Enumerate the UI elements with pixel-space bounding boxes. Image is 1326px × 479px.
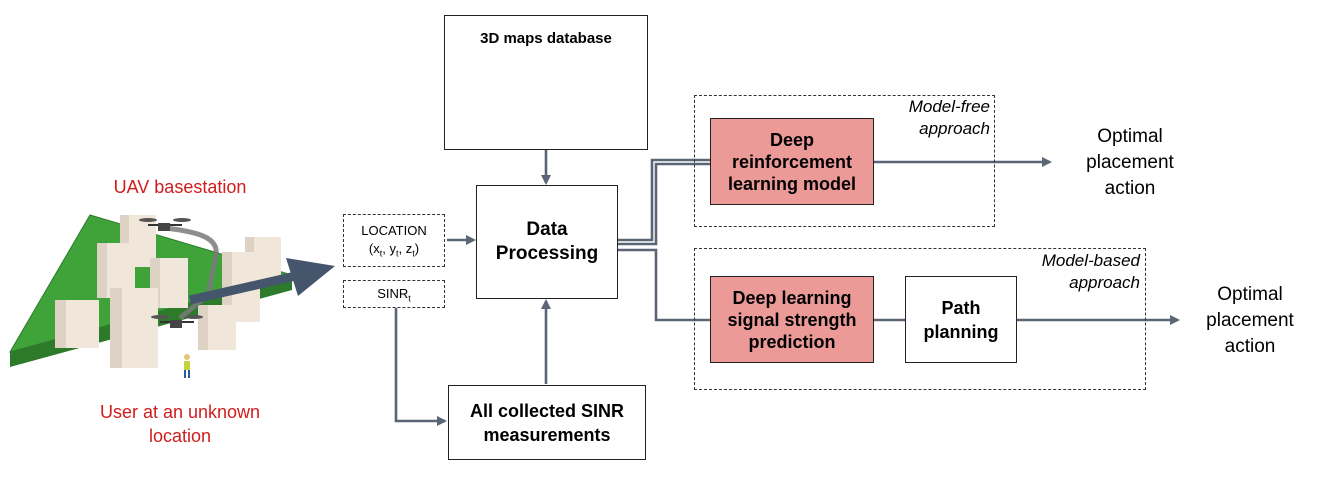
maps-database-title: 3D maps database bbox=[480, 30, 612, 47]
drone-icon bbox=[151, 315, 203, 328]
sinr-input-box: SINRt bbox=[343, 280, 445, 308]
model-based-output-label: Optimal placement action bbox=[1184, 282, 1316, 360]
sinr-collection-line1: All collected SINR bbox=[469, 400, 625, 421]
drl-model-line1: Deep bbox=[769, 129, 814, 150]
location-var-y: y bbox=[389, 241, 396, 256]
drone-icon bbox=[139, 218, 191, 231]
processing-to-drl-line bbox=[618, 158, 710, 242]
drl-model-box: Deep reinforcement learning model bbox=[710, 118, 874, 205]
model-free-output-line3: action bbox=[1104, 178, 1156, 199]
dl-prediction-line3: prediction bbox=[748, 331, 836, 352]
location-var-x-sub: t bbox=[379, 248, 383, 259]
location-var-z-sub: t bbox=[412, 248, 415, 259]
data-processing-line1: Data bbox=[526, 219, 568, 240]
sinr-to-collection-arrow bbox=[394, 308, 447, 426]
sinr-collection-line2: measurements bbox=[483, 424, 611, 445]
data-processing-line2: Processing bbox=[495, 243, 599, 264]
model-free-region bbox=[694, 95, 995, 227]
dl-prediction-line1: Deep learning bbox=[732, 287, 852, 308]
data-processing-box: Data Processing bbox=[476, 185, 618, 299]
model-based-output-line1: Optimal bbox=[1217, 284, 1283, 305]
model-based-output-line3: action bbox=[1224, 336, 1276, 357]
model-free-output-line2: placement bbox=[1086, 152, 1174, 173]
sinr-collection-box: All collected SINR measurements bbox=[448, 385, 646, 460]
user-location-line1: User at an unknown bbox=[99, 402, 261, 422]
building-icon bbox=[55, 215, 281, 368]
user-location-line2: location bbox=[148, 426, 212, 446]
model-based-approach-line1: Model-based bbox=[1041, 251, 1140, 270]
dl-prediction-box: Deep learning signal strength prediction bbox=[710, 276, 874, 363]
model-free-approach-line2: approach bbox=[919, 119, 990, 138]
location-variables: (xt, yt, zt) bbox=[368, 241, 420, 259]
model-free-output-line1: Optimal bbox=[1097, 126, 1163, 147]
scene-to-inputs-arrow bbox=[189, 270, 301, 305]
model-based-approach-line2: approach bbox=[1069, 273, 1140, 292]
location-label: LOCATION bbox=[361, 223, 427, 238]
uav-basestation-label: UAV basestation bbox=[113, 177, 247, 197]
location-input-box: LOCATION (xt, yt, zt) bbox=[343, 214, 445, 267]
sinr-sub: t bbox=[408, 293, 411, 304]
model-free-approach-line1: Model-free bbox=[908, 97, 990, 116]
location-var-x: x bbox=[373, 241, 380, 256]
model-free-output-label: Optimal placement action bbox=[1060, 124, 1200, 202]
location-var-z: z bbox=[405, 241, 413, 256]
location-var-y-sub: t bbox=[395, 248, 399, 259]
drl-model-line2: reinforcement bbox=[731, 151, 853, 172]
maps-database-box: 3D maps database bbox=[444, 15, 648, 150]
path-planning-line2: planning bbox=[923, 321, 999, 342]
model-free-approach-label: Model-free approach bbox=[840, 96, 990, 140]
model-based-region bbox=[694, 248, 1146, 390]
scene-to-inputs-arrowhead bbox=[286, 258, 335, 296]
sinr-label: SINR bbox=[377, 286, 409, 301]
path-planning-line1: Path bbox=[941, 297, 981, 318]
path-planning-box: Path planning bbox=[905, 276, 1017, 363]
model-based-approach-label: Model-based approach bbox=[990, 250, 1140, 294]
dl-prediction-line2: signal strength bbox=[727, 309, 857, 330]
city-scene-illustration bbox=[8, 214, 294, 378]
user-location-label: User at an unknown location bbox=[80, 400, 280, 448]
model-based-output-line2: placement bbox=[1206, 310, 1294, 331]
user-icon bbox=[184, 354, 190, 378]
processing-to-drl-line-inner bbox=[618, 162, 710, 246]
processing-to-dl-line bbox=[618, 248, 710, 322]
drl-model-line3: learning model bbox=[727, 173, 857, 194]
